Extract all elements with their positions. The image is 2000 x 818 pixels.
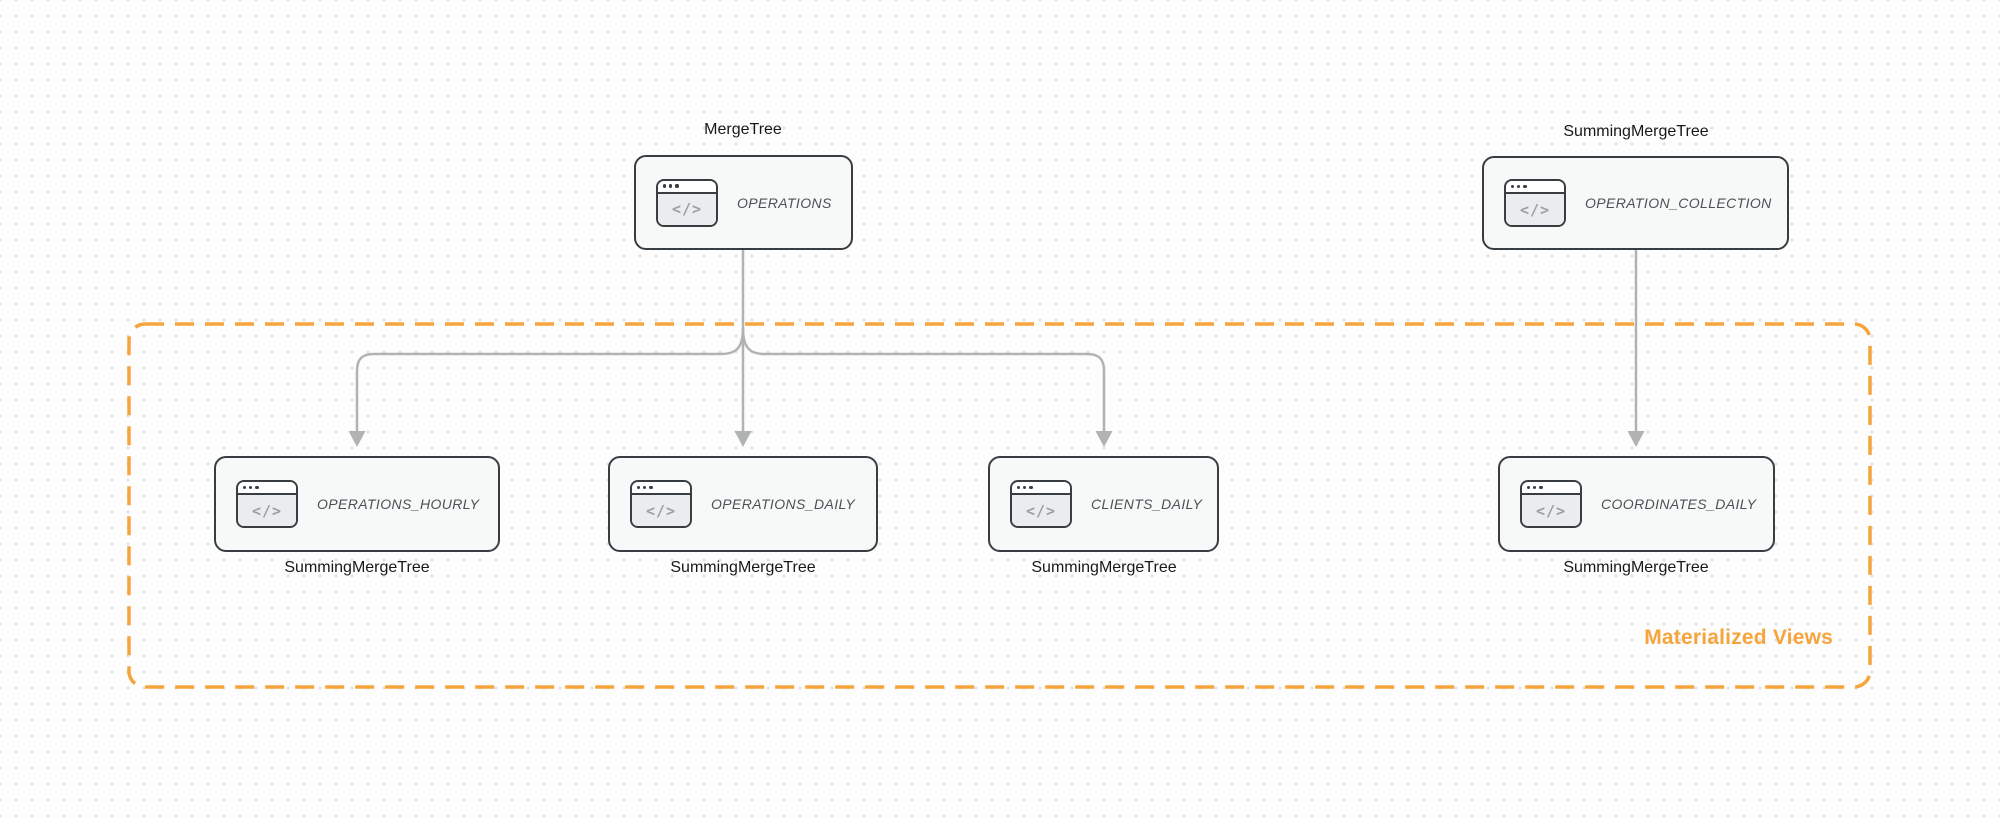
engine-label-operations-hourly: SummingMergeTree [284, 559, 430, 576]
node-label: OPERATIONS_DAILY [711, 496, 856, 512]
node-operation-collection[interactable]: </> OPERATION_COLLECTION [1482, 156, 1789, 250]
code-window-icon: </> [236, 480, 298, 528]
window-dot [1517, 184, 1521, 189]
code-glyph: </> [1522, 495, 1580, 526]
engine-label-summingmergetree: SummingMergeTree [1563, 123, 1709, 140]
engine-label-clients-daily: SummingMergeTree [1031, 559, 1177, 576]
code-glyph: </> [238, 495, 296, 526]
window-titlebar [632, 482, 690, 495]
code-window-icon: </> [630, 480, 692, 528]
node-label: OPERATION_COLLECTION [1585, 195, 1772, 211]
window-dot [1029, 485, 1033, 490]
node-label: COORDINATES_DAILY [1601, 496, 1757, 512]
window-titlebar [1522, 482, 1580, 495]
node-operations-hourly[interactable]: </> OPERATIONS_HOURLY [214, 456, 500, 552]
code-window-icon: </> [1010, 480, 1072, 528]
window-dot [669, 184, 673, 188]
node-operations[interactable]: </> OPERATIONS [634, 155, 853, 250]
arrowhead-operations-hourly [348, 431, 366, 447]
edge-operations-to-clients-daily [741, 327, 1106, 433]
arrowhead-coordinates-daily [1627, 431, 1645, 447]
node-label: OPERATIONS [737, 194, 832, 211]
window-dot [1527, 485, 1531, 490]
window-dot [1017, 485, 1021, 490]
window-titlebar [658, 180, 716, 194]
window-titlebar [238, 482, 296, 495]
window-dot [663, 184, 667, 188]
code-window-icon: </> [1504, 179, 1566, 227]
arrowhead-clients-daily [1095, 431, 1113, 447]
window-dot [1511, 184, 1515, 189]
arrowheads [348, 431, 1645, 447]
node-operations-daily[interactable]: </> OPERATIONS_DAILY [608, 456, 878, 552]
window-dot [243, 485, 247, 490]
arrowhead-operations-daily [734, 431, 752, 447]
window-dot [637, 485, 641, 490]
engine-label-mergetree: MergeTree [704, 121, 782, 138]
node-label: OPERATIONS_HOURLY [317, 496, 480, 512]
window-dot [255, 485, 259, 490]
code-window-icon: </> [1520, 480, 1582, 528]
node-clients-daily[interactable]: </> CLIENTS_DAILY [988, 456, 1219, 552]
window-dot [649, 485, 653, 490]
code-glyph: </> [1012, 495, 1070, 526]
window-dot [1533, 485, 1537, 490]
code-glyph: </> [658, 193, 716, 225]
node-coordinates-daily[interactable]: </> COORDINATES_DAILY [1498, 456, 1775, 552]
window-dot [249, 485, 253, 490]
edge-operations-to-operations-hourly [355, 327, 745, 433]
materialized-views-group-border [127, 322, 1872, 689]
window-dot [1539, 485, 1543, 490]
materialized-views-label: Materialized Views [1644, 626, 1833, 649]
window-dot [1023, 485, 1027, 490]
code-window-icon: </> [656, 178, 718, 227]
node-label: CLIENTS_DAILY [1091, 496, 1203, 512]
engine-label-operations-daily: SummingMergeTree [670, 559, 816, 576]
window-dot [675, 184, 679, 188]
window-dot [1523, 184, 1527, 189]
window-dot [643, 485, 647, 490]
window-titlebar [1506, 181, 1564, 194]
engine-label-coordinates-daily: SummingMergeTree [1563, 559, 1709, 576]
code-glyph: </> [1506, 194, 1564, 225]
window-titlebar [1012, 482, 1070, 495]
code-glyph: </> [632, 495, 690, 526]
